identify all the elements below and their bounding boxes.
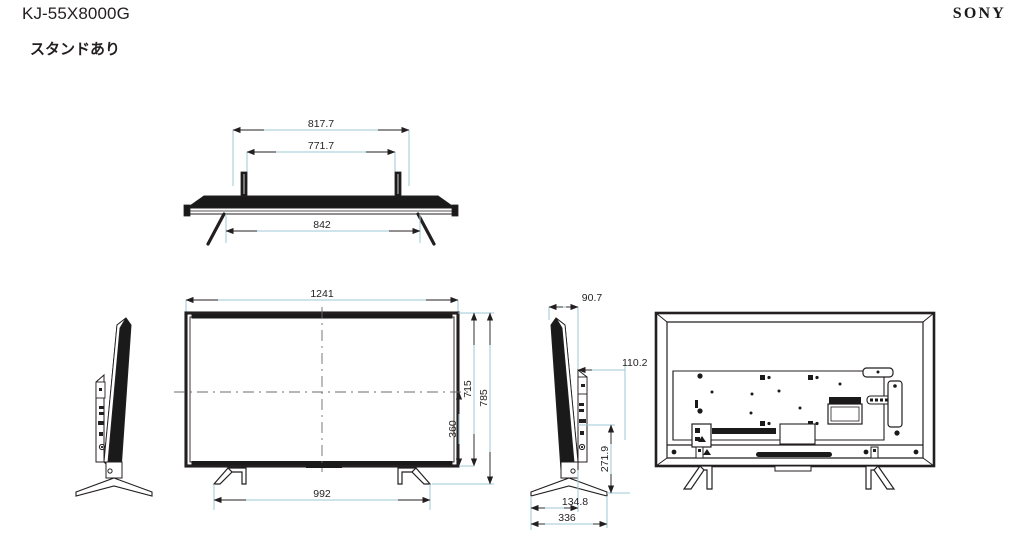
dim-side-base-front: 134.8 xyxy=(530,470,588,530)
dim-label-336: 336 xyxy=(558,512,576,524)
rear-view xyxy=(654,311,936,490)
dim-label-817-7: 817.7 xyxy=(308,118,334,130)
dim-label-715: 715 xyxy=(462,380,474,398)
top-view: 817.7 771.7 xyxy=(183,118,459,246)
dim-front-center-height: 360 xyxy=(447,391,474,467)
dim-label-771-7: 771.7 xyxy=(308,140,334,152)
dim-label-90-7: 90.7 xyxy=(582,292,603,304)
dim-label-785: 785 xyxy=(478,389,490,407)
dim-side-panel-depth: 90.7 xyxy=(548,292,603,370)
dim-top-inner-width: 771.7 xyxy=(246,140,396,186)
dim-top-outer-width: 817.7 xyxy=(232,118,410,186)
dim-front-width: 1241 xyxy=(185,288,459,313)
dim-top-foot-span: 842 xyxy=(225,214,421,243)
dim-label-842: 842 xyxy=(313,219,331,231)
dim-label-1241: 1241 xyxy=(310,288,334,300)
dim-front-foot-span: 992 xyxy=(213,484,431,510)
dim-side-stand-height: 271.9 xyxy=(578,424,630,494)
dim-front-total-height: 785 xyxy=(432,312,494,485)
dim-side-base-depth: 336 xyxy=(530,496,608,528)
page-title: KJ-55X8000G xyxy=(22,4,130,23)
dim-side-upper-depth: 110.2 xyxy=(577,357,648,440)
front-view: 1241 785 xyxy=(174,288,494,510)
dim-label-110-2: 110.2 xyxy=(622,357,648,369)
dim-label-134-8: 134.8 xyxy=(562,496,588,508)
dim-label-271-9: 271.9 xyxy=(599,446,611,472)
left-side-view xyxy=(75,317,153,497)
sony-logo: SONY xyxy=(952,5,1006,22)
dim-label-992: 992 xyxy=(313,488,331,500)
dim-front-panel-height: 715 xyxy=(462,312,478,467)
right-side-view: 90.7 110.2 xyxy=(530,292,648,530)
page-subtitle: スタンドあり xyxy=(30,41,121,58)
dim-label-360: 360 xyxy=(447,420,459,438)
